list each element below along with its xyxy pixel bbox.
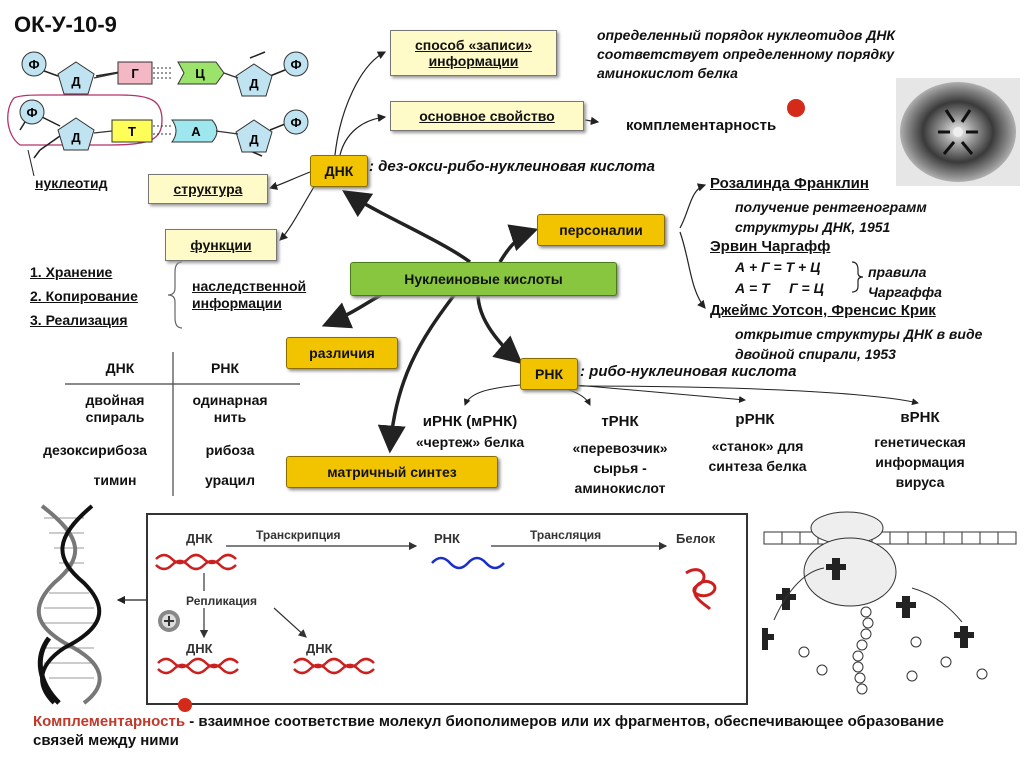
base-a-label: А (191, 124, 201, 139)
structure-box: структура (148, 174, 268, 204)
recording-note: определенный порядок нуклеотидов ДНК соо… (597, 27, 896, 81)
rna-type-name: рРНК (735, 411, 775, 428)
scheme-translation-label: Трансляция (530, 528, 601, 542)
term-complementarity: Комплементарность (33, 713, 186, 730)
sugar-label: Д (249, 76, 259, 91)
page-code: ОК-У-10-9 (14, 12, 117, 37)
table-cell: одинарная нить (192, 392, 268, 425)
scheme-dna-copy-label: ДНК (306, 641, 333, 656)
rna-definition: : рибо-нуклеиновая кислота (580, 363, 797, 380)
hereditary-label: наследственной информации (192, 278, 307, 311)
chargaff-name: Эрвин Чаргафф (710, 238, 831, 255)
rna-type-desc: «станок» для синтеза белка (708, 438, 807, 474)
table-header-rna: РНК (211, 360, 239, 376)
function-item: 2. Копирование (30, 288, 138, 304)
dna-property-box: основное свойство (390, 101, 584, 131)
complementarity-label: комплементарность (626, 117, 777, 134)
watson-crick-name: Джеймс Уотсон, Френсис Крик (710, 302, 936, 319)
watson-crick-note: открытие структуры ДНК в виде двойной сп… (735, 326, 983, 362)
table-cell: рибоза (205, 442, 255, 458)
table-cell: тимин (93, 472, 137, 488)
central-dogma-frame (146, 513, 748, 705)
nucleotide-diagram: Ф Ф Ф Ф Д Д Д Д Г Ц Т А (7, 51, 309, 177)
rna-type-name: иРНК (мРНК) (422, 413, 518, 430)
scheme-rna-label: РНК (434, 531, 460, 546)
scheme-replication-label: Репликация (186, 594, 257, 608)
xray-photo (896, 78, 1020, 186)
functions-box: функции (165, 229, 277, 261)
personalities-node: персоналии (537, 214, 665, 246)
dna-definition: : дез-окси-рибо-нуклеиновая кислота (369, 158, 655, 175)
nucleotide-label: нуклеотид (35, 175, 108, 191)
scheme-transcription-label: Транскрипция (256, 528, 341, 542)
differences-node: различия (286, 337, 398, 369)
rna-type-desc: «чертеж» белка (415, 434, 525, 450)
scheme-dna-label: ДНК (186, 531, 213, 546)
rna-type-desc: «перевозчик» сырья - аминокислот (572, 440, 668, 496)
marker-dot (787, 99, 805, 117)
ribosome-illustration (762, 511, 1017, 695)
central-dogma-scheme: ДНК Транскрипция РНК Трансляция Белок Ре… (155, 528, 717, 675)
phosphate-label: Ф (28, 57, 39, 72)
sugar-label: Д (71, 130, 81, 145)
sugar-label: Д (71, 74, 81, 89)
table-cell: двойная спираль (85, 392, 145, 425)
phosphate-label: Ф (26, 105, 37, 120)
table-cell: урацил (204, 472, 256, 488)
function-item: 3. Реализация (30, 312, 128, 328)
double-helix-illustration (36, 504, 102, 705)
table-header-dna: ДНК (105, 360, 135, 376)
rna-type-desc: генетическая информация вируса (874, 434, 966, 490)
term-definition: - взаимное соответствие молекул биополим… (33, 713, 944, 749)
dna-recording-box: способ «записи» информации (390, 30, 557, 76)
base-t-label: Т (128, 124, 136, 139)
scheme-protein-label: Белок (676, 531, 716, 546)
dna-node: ДНК (310, 155, 368, 187)
sugar-label: Д (249, 132, 259, 147)
rna-node: РНК (520, 358, 578, 390)
phosphate-label: Ф (290, 57, 301, 72)
base-g-label: Г (131, 66, 139, 81)
complementarity-definition: Комплементарность - взаимное соответстви… (33, 712, 993, 750)
franklin-name: Розалинда Франклин (710, 175, 869, 192)
franklin-note: получение рентгенограмм структуры ДНК, 1… (735, 199, 927, 235)
scheme-dna-copy-label: ДНК (186, 641, 213, 656)
matrix-synthesis-node: матричный синтез (286, 456, 498, 488)
central-node: Нуклеиновые кислоты (350, 262, 617, 296)
phosphate-label: Ф (290, 115, 301, 130)
base-c-label: Ц (195, 66, 205, 81)
function-item: 1. Хранение (30, 264, 113, 280)
chargaff-rules-label: правила Чаргаффа (868, 264, 942, 300)
chargaff-rule-1: А + Г = Т + Ц (735, 259, 821, 275)
table-cell: дезоксирибоза (43, 442, 147, 458)
rna-type-name: тРНК (601, 413, 639, 430)
marker-dot (178, 698, 192, 712)
chargaff-rule-2: А = Т Г = Ц (735, 280, 824, 296)
rna-type-name: вРНК (900, 409, 940, 426)
